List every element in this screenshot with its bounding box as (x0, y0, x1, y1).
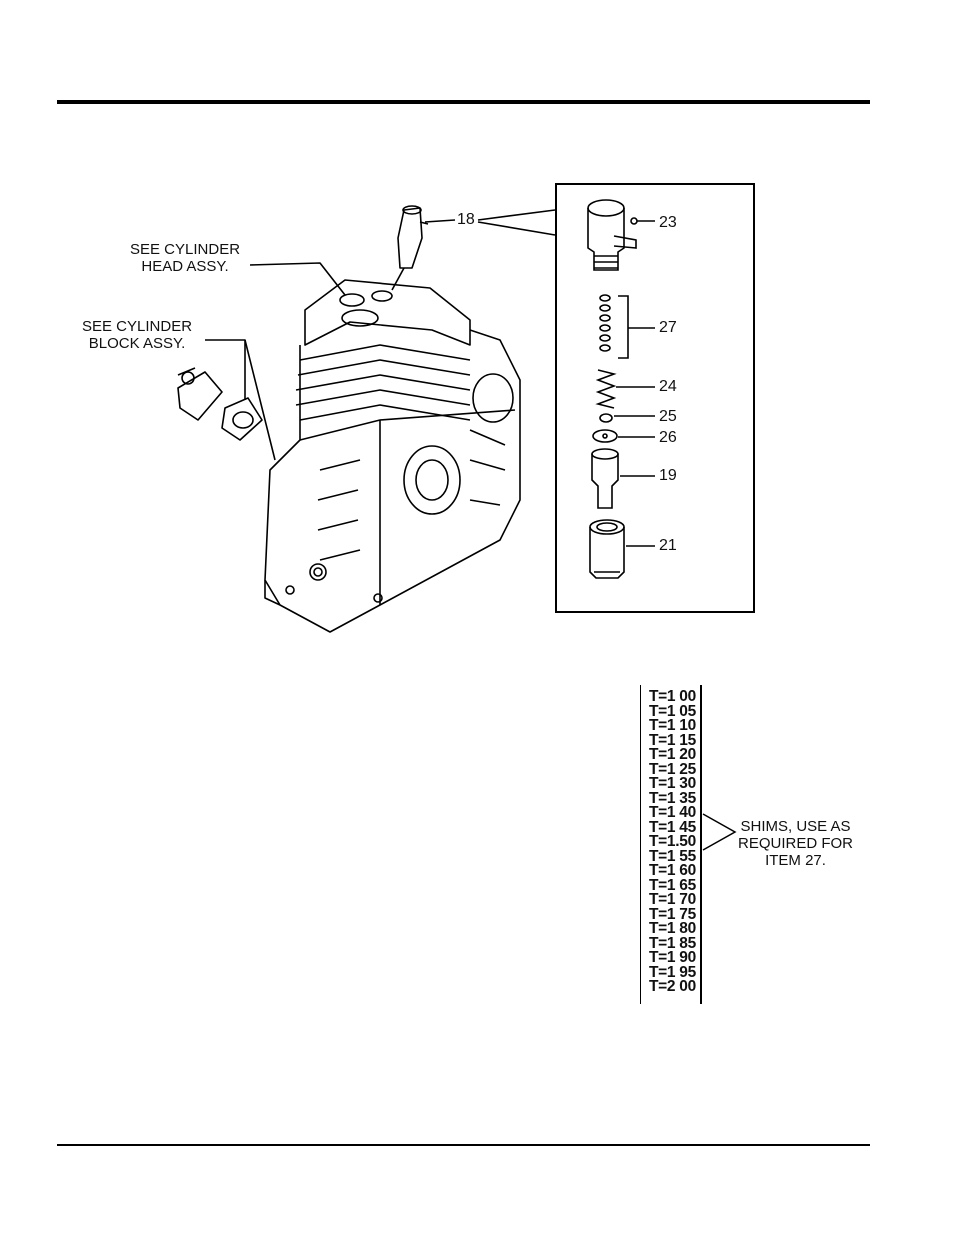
label-line: REQUIRED FOR (738, 835, 853, 852)
label-line: ITEM 27. (738, 852, 853, 869)
label-line: SHIMS, USE AS (738, 818, 853, 835)
shims-note-label: SHIMS, USE AS REQUIRED FOR ITEM 27. (738, 818, 853, 869)
